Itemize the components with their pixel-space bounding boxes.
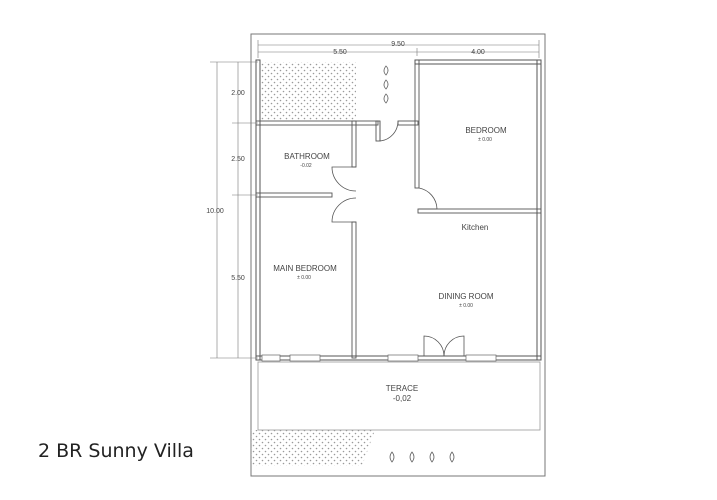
door-swings	[331, 120, 465, 357]
level-terrace: -0,02	[393, 394, 412, 403]
room-label-main-bedroom: MAIN BEDROOM	[273, 264, 337, 273]
room-label-bathroom: BATHROOM	[284, 152, 330, 161]
site-boundary	[250, 33, 546, 477]
dim-seg-middle: 2.50	[231, 156, 245, 163]
level-dining-room: ± 0.00	[459, 303, 473, 309]
level-bathroom: -0.02	[300, 163, 312, 169]
dimension-lines-top	[257, 40, 540, 58]
door-swing-terrace-right	[443, 335, 465, 357]
level-main-bedroom: ± 0.00	[297, 275, 311, 281]
interior-walls	[255, 59, 542, 359]
door-swing-main-bedroom	[331, 197, 357, 223]
door-swing-terrace-left	[423, 335, 445, 357]
room-label-terrace: TERACE	[386, 384, 418, 393]
door-swing-entry	[379, 120, 399, 142]
terrace-area	[257, 361, 541, 431]
door-swing-bedroom	[418, 187, 438, 210]
room-label-bedroom: BEDROOM	[465, 126, 507, 135]
room-label-kitchen: Kitchen	[462, 223, 489, 232]
level-bedroom: ± 0.00	[478, 137, 492, 143]
dimension-lines-left	[210, 61, 258, 359]
dim-seg-bottom: 5.50	[231, 275, 245, 282]
plan-caption: 2 BR Sunny Villa	[38, 440, 194, 462]
dim-seg-top: 2.00	[231, 90, 245, 97]
dim-left-width: 5.50	[333, 49, 347, 56]
windows	[261, 354, 497, 362]
dim-overall-height: 10.00	[206, 208, 224, 215]
door-swing-bathroom	[331, 166, 357, 192]
plant-symbols	[383, 65, 455, 463]
dim-overall-width: 9.50	[391, 41, 405, 48]
garden-area-bottom	[251, 430, 375, 466]
room-label-dining-room: DINING ROOM	[438, 292, 493, 301]
dim-right-width: 4.00	[471, 49, 485, 56]
garden-area-top	[260, 62, 356, 120]
